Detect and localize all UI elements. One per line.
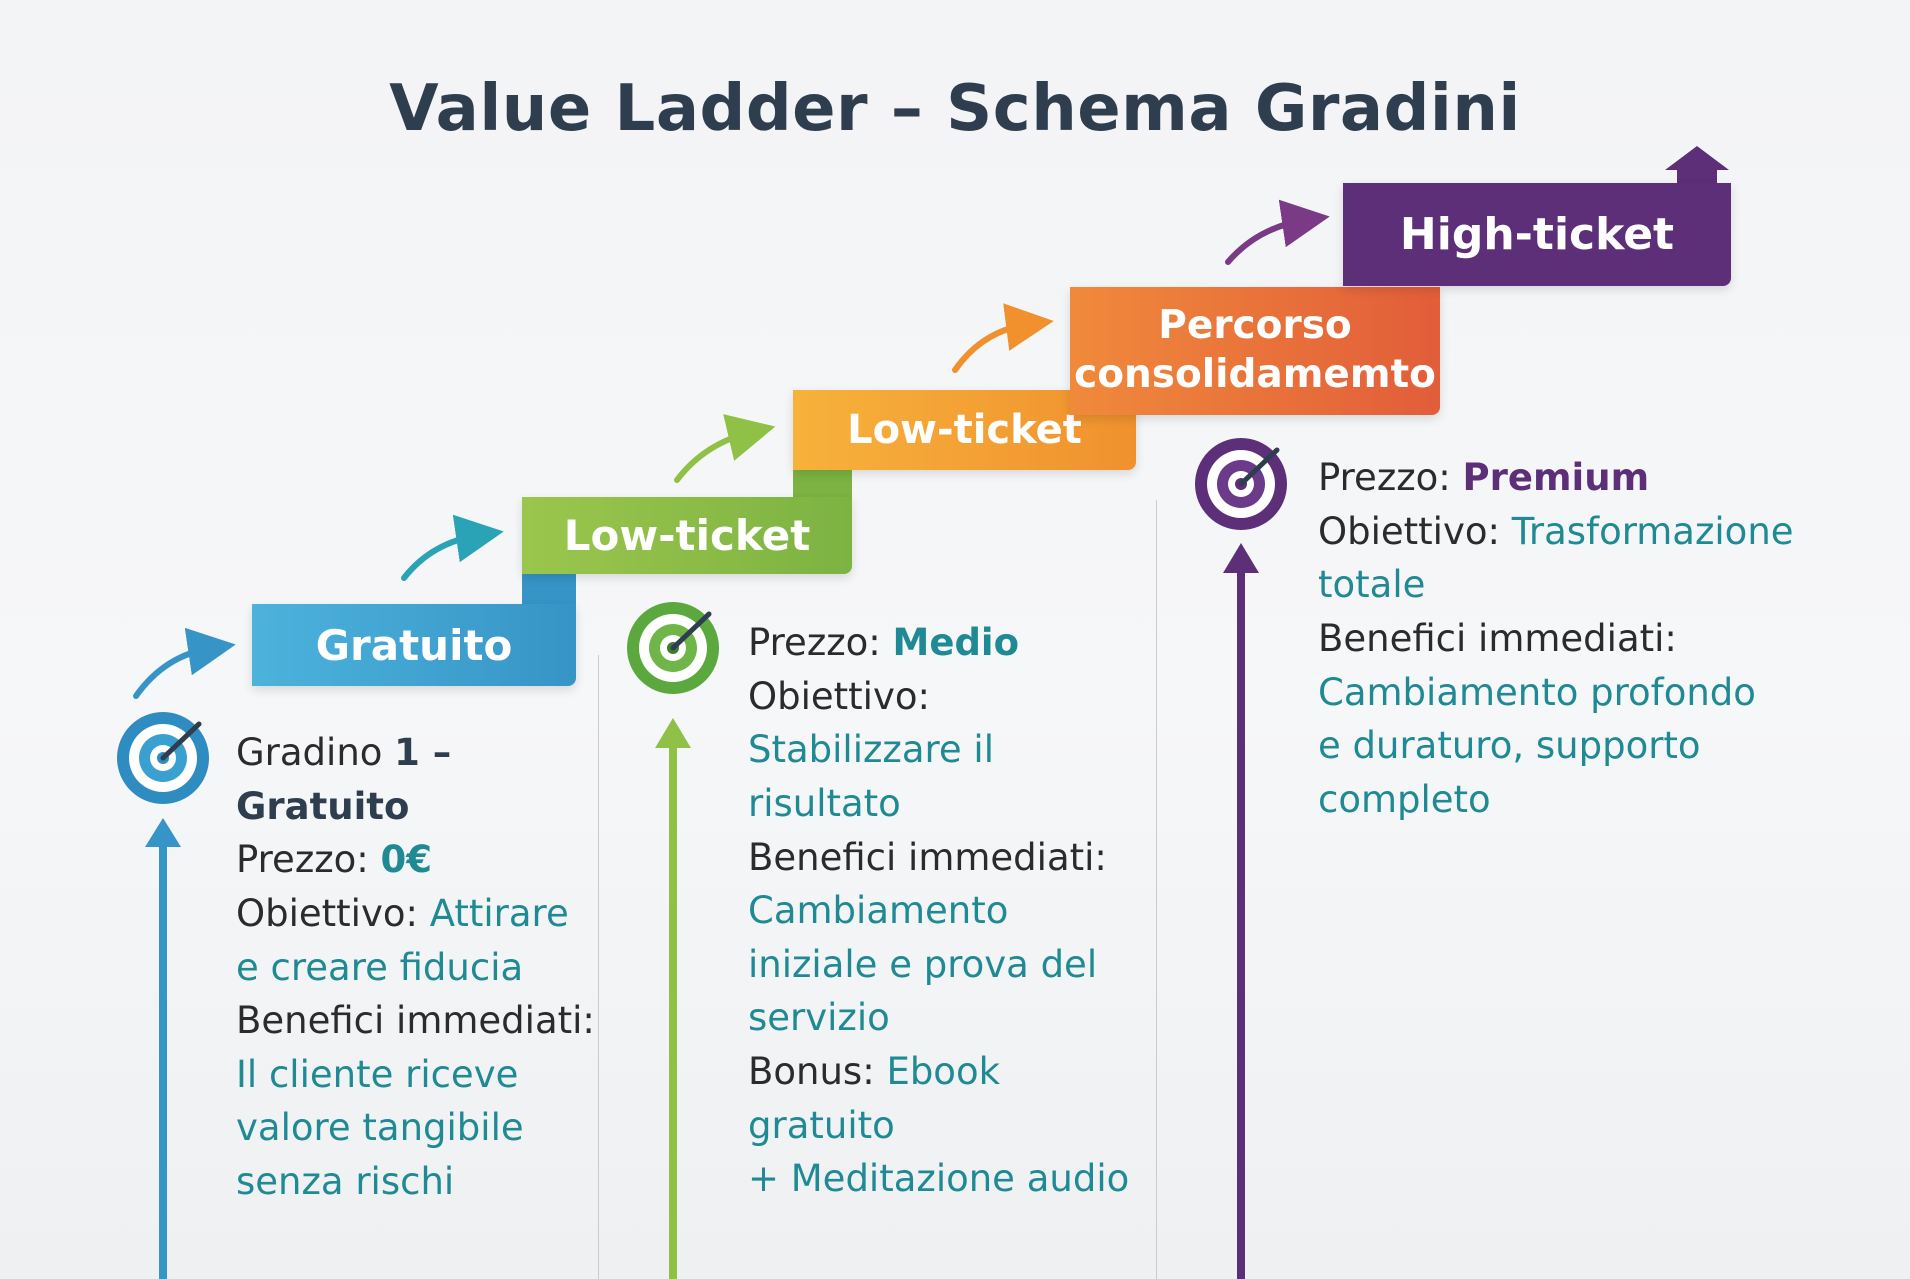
bonus-value-line1: Ebook gratuito	[748, 1050, 1001, 1147]
step-label: High-ticket	[1399, 209, 1675, 260]
up-arrow-icon	[1665, 146, 1729, 183]
step-label: Low-ticket	[847, 407, 1082, 453]
goal-value-line2: e creare fiducia	[236, 945, 524, 989]
price-value: Premium	[1462, 456, 1650, 499]
price-value: 0€	[380, 838, 433, 882]
step-low-ticket-2: Low-ticket	[793, 390, 1136, 470]
benefits-label: Benefici immediati:	[236, 999, 595, 1043]
price-label: Prezzo:	[236, 838, 381, 882]
goal-value-line1: Stabilizzare il	[748, 728, 994, 772]
column-low-ticket: Prezzo: Medio Obiettivo: Stabilizzare il r…	[748, 616, 1148, 1206]
benefits-value-line1: Cambiamento profondo	[1318, 670, 1756, 714]
page-title: Value Ladder – Schema Gradini	[389, 72, 1521, 146]
benefits-value-line1: Cambiamento	[748, 889, 1009, 933]
price-label: Prezzo:	[748, 621, 893, 664]
benefits-value-line3: completo	[1318, 777, 1491, 821]
target-icon-blue	[117, 712, 209, 804]
column-high-ticket: Prezzo: Premium Obiettivo: Trasformazion…	[1318, 451, 1838, 826]
column-divider	[1156, 500, 1157, 1279]
benefits-value-line2: iniziale e prova del	[748, 942, 1098, 986]
goal-label: Obiettivo:	[236, 891, 430, 935]
gradino-number: 1 –	[394, 731, 452, 774]
benefits-value-line1: Il cliente riceve	[236, 1052, 519, 1096]
column-divider	[598, 655, 599, 1279]
goal-label: Obiettivo:	[748, 674, 930, 718]
bonus-value-line2: + Meditazione audio	[748, 1157, 1130, 1201]
benefits-label: Benefici immediati:	[748, 835, 1107, 879]
price-value: Medio	[892, 621, 1020, 664]
gradino-label: Gradino	[236, 731, 395, 774]
curved-arrow-icon	[674, 414, 776, 483]
goal-value-line1: Trasformazione	[1511, 509, 1794, 553]
step-label-line2: consolidamemto	[1074, 352, 1436, 397]
curved-arrow-icon	[1225, 199, 1330, 265]
step-low-ticket-1: Low-ticket	[522, 497, 852, 574]
goal-value-line2: totale	[1318, 563, 1426, 607]
goal-label: Obiettivo:	[1318, 509, 1512, 553]
step-label: Gratuito	[315, 620, 513, 670]
target-icon-green	[627, 602, 719, 694]
benefits-value-line2: valore tangibile	[236, 1106, 524, 1150]
benefits-label: Benefici immediati:	[1318, 616, 1677, 660]
step-gratuito: Gratuito	[252, 604, 576, 686]
benefits-value-line3: servizio	[748, 996, 890, 1040]
benefits-value-line3: senza rischi	[236, 1160, 455, 1204]
price-label: Prezzo:	[1318, 456, 1463, 499]
curved-arrow-icon	[133, 627, 236, 699]
step-high-ticket: High-ticket	[1343, 183, 1731, 286]
curved-arrow-icon	[952, 303, 1054, 373]
step-label-line1: Percorso	[1158, 303, 1352, 349]
goal-value-line1: Attirare	[429, 891, 569, 935]
column-gratuito: Gradino 1 – Gratuito Prezzo: 0€ Obiettivo…	[236, 726, 596, 1209]
step-label: Low-ticket	[563, 511, 811, 560]
goal-value-line2: risultato	[748, 781, 901, 825]
bonus-label: Bonus:	[748, 1050, 887, 1094]
gradino-name: Gratuito	[236, 784, 410, 828]
curved-arrow-icon	[401, 514, 504, 581]
target-icon-purple	[1195, 438, 1287, 530]
benefits-value-line2: e duraturo, supporto	[1318, 724, 1701, 768]
